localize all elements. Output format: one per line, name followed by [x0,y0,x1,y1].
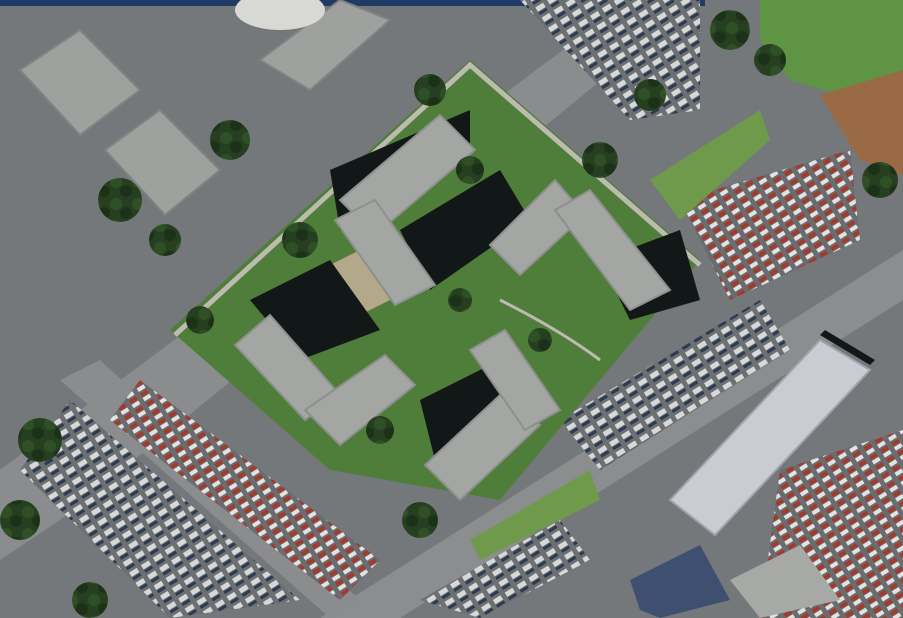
warehouse-shadow [820,330,875,365]
grass-strip-right [650,110,770,220]
parking-lot-left [20,400,300,618]
building-h [468,328,562,432]
tree-clusters [0,10,898,618]
warehouse [668,338,872,537]
building-ul-1 [18,28,142,137]
parking-lot-right [680,150,860,300]
building-b [333,198,437,307]
sports-field-dirt [820,70,903,175]
sidewalk-path-2 [499,298,601,362]
water-tank [235,0,325,30]
building-g [423,393,542,502]
parking-lot-bottom [420,520,590,618]
solar-building [630,545,730,618]
building-d [553,188,672,312]
building-f [303,353,417,447]
top-stripe [0,0,705,6]
sports-field-grass [760,0,903,95]
parking-lot-lower-mid [560,300,790,470]
sidewalk-path [173,61,702,337]
grass-strip-bottom [470,470,600,560]
lower-right-building [730,545,840,618]
building-ul-2 [103,108,222,217]
shadow-2 [400,170,530,290]
parking-lot-center [110,380,380,600]
